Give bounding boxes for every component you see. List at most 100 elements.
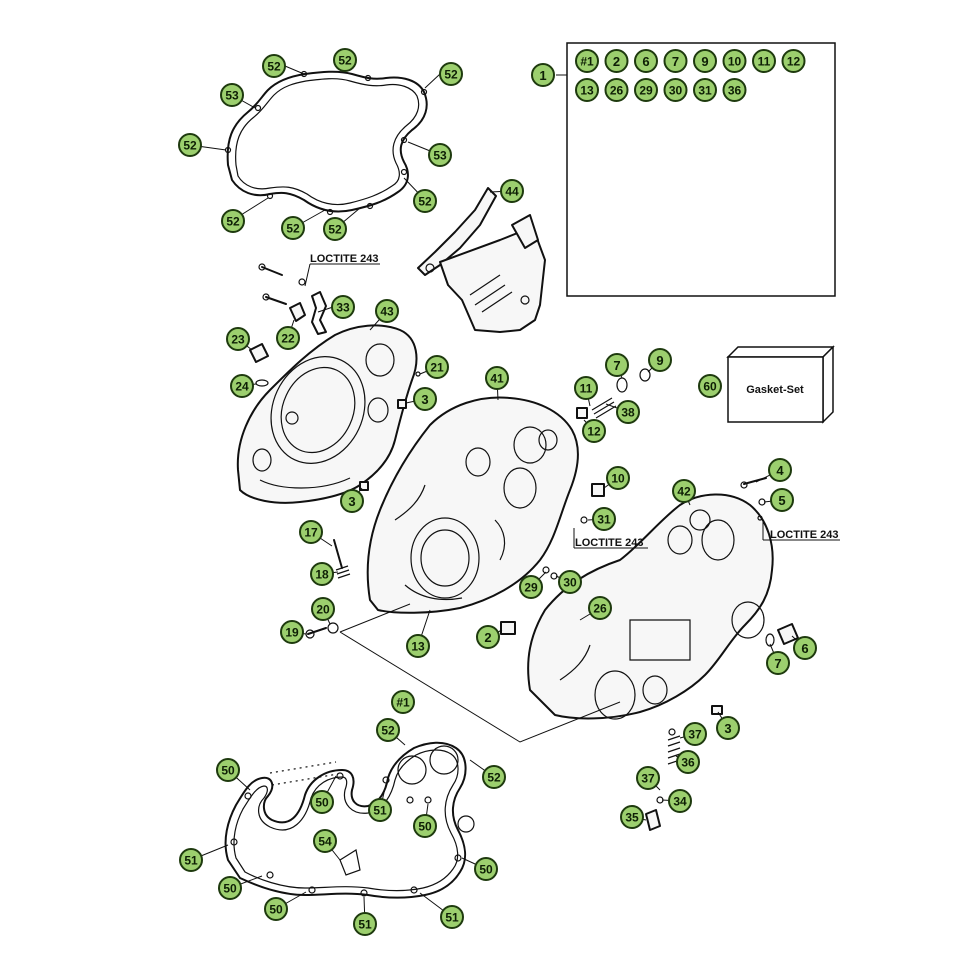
loctite-label-c: LOCTITE 243 — [762, 520, 840, 541]
callout-c13: 13 — [406, 634, 430, 658]
callout-c41: 41 — [485, 366, 509, 390]
callout-c4-label: 4 — [776, 463, 784, 478]
callout-c41-label: 41 — [490, 372, 504, 386]
callout-c51a-label: 51 — [373, 804, 387, 818]
callout-c52a-label: 52 — [267, 60, 281, 74]
callout-c53b: 53 — [428, 143, 452, 167]
kit-item-14-label: 36 — [728, 84, 742, 98]
callout-c3a: 3 — [413, 387, 437, 411]
callout-c52f: 52 — [221, 209, 245, 233]
callout-c7b: 7 — [766, 651, 790, 675]
callout-c31: 31 — [592, 507, 616, 531]
callout-chash1-label: #1 — [396, 696, 410, 710]
callout-c1-label: 1 — [539, 68, 546, 83]
callout-c52j-label: 52 — [487, 771, 501, 785]
callout-c7b-label: 7 — [774, 656, 781, 671]
callout-c36-label: 36 — [681, 756, 695, 770]
callout-c52h: 52 — [323, 217, 347, 241]
callout-c33-label: 33 — [336, 301, 350, 315]
kit-item-4-label: 7 — [672, 54, 679, 69]
callout-c51b-label: 51 — [184, 854, 198, 868]
loctite-b-text: LOCTITE 243 — [575, 537, 643, 549]
callout-c53a-label: 53 — [225, 89, 239, 103]
small-parts — [249, 263, 799, 831]
callout-c5-label: 5 — [778, 493, 785, 508]
callout-c17-label: 17 — [304, 526, 318, 540]
callout-c54: 54 — [313, 829, 337, 853]
callout-c10-label: 10 — [611, 472, 625, 486]
callout-c19-label: 19 — [285, 626, 299, 640]
kit-item-8: 12 — [781, 49, 806, 73]
callout-c50d-label: 50 — [223, 882, 237, 896]
callout-c52b-label: 52 — [338, 54, 352, 68]
gasket-set-box: Gasket-Set — [726, 345, 835, 424]
kit-item-10-label: 26 — [610, 84, 624, 98]
callout-c36: 36 — [676, 750, 700, 774]
gasket-set-label: Gasket-Set — [746, 384, 804, 396]
callout-c37b-label: 37 — [641, 772, 655, 786]
callout-c37b: 37 — [636, 766, 660, 790]
callout-c20-label: 20 — [316, 603, 330, 617]
callout-c7-label: 7 — [613, 358, 620, 373]
callout-chash1: #1 — [391, 690, 415, 714]
callout-c50b: 50 — [310, 790, 334, 814]
callout-c43-label: 43 — [380, 305, 394, 319]
callout-c50c: 50 — [413, 814, 437, 838]
callout-c54-label: 54 — [318, 835, 332, 849]
loctite-label-a: LOCTITE 243 — [304, 253, 380, 287]
kit-item-13: 31 — [693, 78, 717, 102]
callout-c24-label: 24 — [235, 380, 249, 394]
callout-c3b: 3 — [340, 489, 364, 513]
callout-c42-label: 42 — [677, 485, 691, 499]
callout-c2: 2 — [476, 625, 500, 649]
callout-c38-label: 38 — [621, 406, 635, 420]
callout-c52j: 52 — [482, 765, 506, 789]
callout-c2-label: 2 — [484, 630, 491, 645]
callout-c23-label: 23 — [231, 333, 245, 347]
callout-c52c: 52 — [439, 62, 463, 86]
callout-c5: 5 — [770, 488, 794, 512]
callout-c20: 20 — [311, 597, 335, 621]
callout-c38: 38 — [616, 400, 640, 424]
kit-item-3: 6 — [634, 49, 658, 73]
callout-c22: 22 — [276, 326, 300, 350]
callout-c30-label: 30 — [563, 576, 577, 590]
callout-c4: 4 — [768, 458, 792, 482]
kit-item-5-label: 9 — [701, 54, 708, 69]
callout-c30: 30 — [558, 570, 582, 594]
callout-c60: 60 — [698, 374, 722, 398]
callout-c52g: 52 — [281, 216, 305, 240]
callout-c3a-label: 3 — [421, 392, 428, 407]
kit-item-6-label: 10 — [728, 55, 742, 69]
callout-c44: 44 — [500, 179, 524, 203]
callout-c51c: 51 — [353, 912, 377, 936]
kit-item-4: 7 — [663, 49, 688, 73]
callout-c26-label: 26 — [593, 602, 607, 616]
callout-c7: 7 — [605, 353, 629, 377]
kit-item-7: 11 — [752, 49, 776, 73]
kit-item-11: 29 — [634, 78, 658, 102]
callout-c6: 6 — [793, 636, 817, 660]
callout-c52e-label: 52 — [418, 195, 432, 209]
callout-c53a: 53 — [220, 83, 244, 107]
callout-c18-label: 18 — [315, 568, 329, 582]
callout-c52f-label: 52 — [226, 215, 240, 229]
callout-c11: 11 — [574, 376, 598, 400]
right-crankcase-half — [527, 493, 774, 720]
callout-c33: 33 — [331, 295, 355, 319]
callout-c42: 42 — [672, 479, 696, 503]
kit-item-8-label: 12 — [787, 55, 801, 69]
callout-c1: 1 — [531, 63, 555, 87]
callout-c43: 43 — [375, 299, 399, 323]
callout-c50a-label: 50 — [221, 764, 235, 778]
callout-c24: 24 — [230, 374, 254, 398]
callout-c50b-label: 50 — [315, 796, 329, 810]
callout-c50c-label: 50 — [418, 820, 432, 834]
callout-c50f: 50 — [264, 897, 288, 921]
callout-c52e: 52 — [413, 189, 437, 213]
kit-item-6: 10 — [722, 49, 747, 73]
callout-c3c-label: 3 — [724, 721, 731, 736]
loctite-c-text: LOCTITE 243 — [770, 529, 838, 541]
